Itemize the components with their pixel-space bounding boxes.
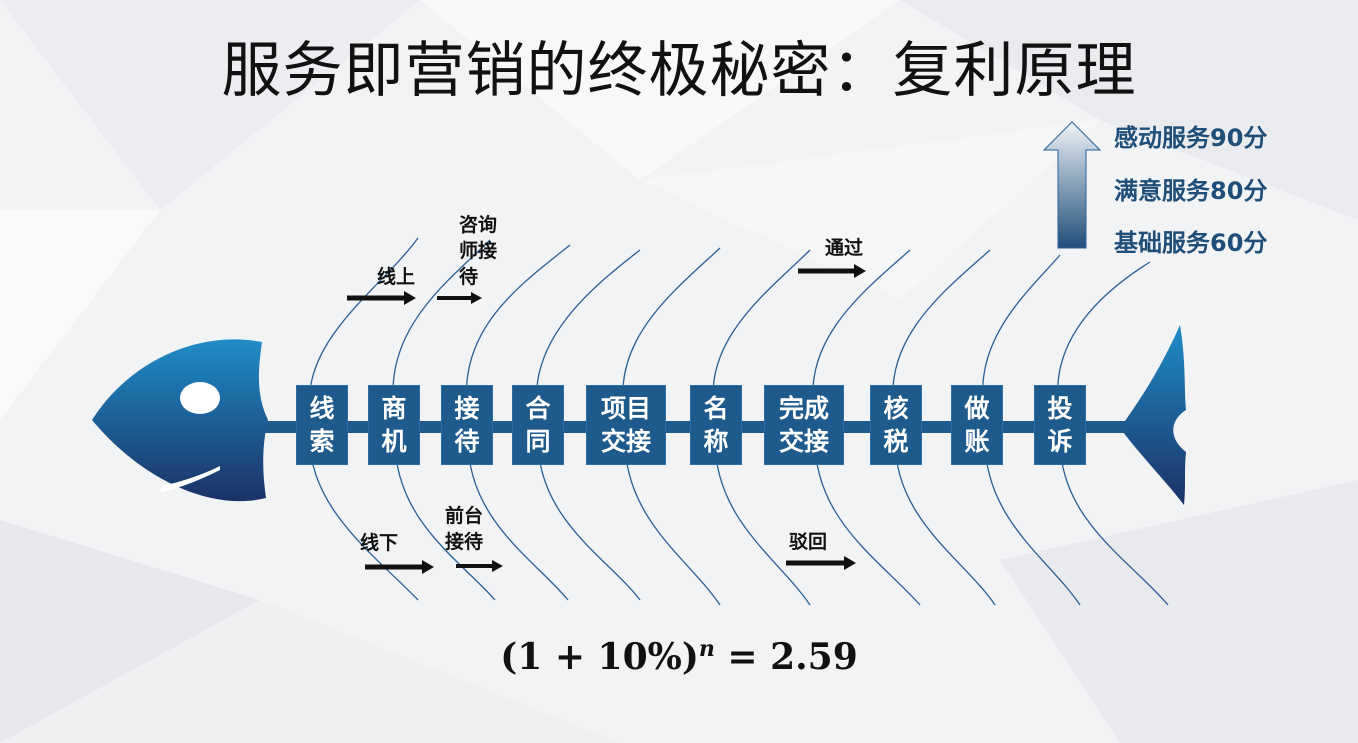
service-level-90: 感动服务90分	[1114, 124, 1268, 152]
fish-head	[92, 339, 268, 502]
annotation-pass: 通过	[825, 237, 864, 259]
stage-label-8b: 税	[883, 427, 909, 456]
stage-box-2: 商 机	[368, 385, 420, 465]
lower-ribs	[309, 439, 1169, 606]
stage-label-9b: 账	[964, 427, 990, 456]
page-title: 服务即营销的终极秘密：复利原理	[221, 36, 1137, 106]
stage-label-10b: 诉	[1047, 427, 1073, 456]
formula-base: (1 + 10%)	[500, 636, 699, 678]
stage-label-6b: 称	[703, 427, 729, 456]
arrow-online	[347, 291, 416, 305]
stage-label-10a: 投	[1047, 394, 1073, 423]
stage-label-2b: 机	[381, 427, 407, 456]
annotation-consultant-line2: 师接	[459, 240, 498, 262]
stage-label-4a: 合	[525, 394, 551, 423]
stage-box-1: 线 索	[296, 385, 348, 465]
stage-box-7: 完成 交接	[764, 385, 844, 465]
stage-label-5a: 项目	[600, 394, 651, 423]
annotation-offline: 线下	[360, 532, 399, 554]
service-level-80: 满意服务80分	[1114, 177, 1268, 205]
stage-box-6: 名 称	[690, 385, 742, 465]
stage-box-5: 项目 交接	[586, 385, 666, 465]
formula-exponent: n	[698, 636, 715, 662]
stage-label-8a: 核	[883, 394, 909, 423]
annotation-frontdesk-line1: 前台	[445, 505, 484, 527]
stage-box-10: 投 诉	[1034, 385, 1086, 465]
arrow-pass	[798, 264, 866, 278]
arrow-reject	[786, 556, 856, 570]
stage-label-1b: 索	[309, 427, 335, 456]
stage-label-9a: 做	[964, 394, 990, 423]
annotation-arrows	[347, 264, 866, 574]
fish-tail	[1120, 325, 1186, 505]
compound-formula: (1 + 10%)n = 2.59	[0, 636, 1358, 678]
service-level-60: 基础服务60分	[1114, 229, 1268, 257]
annotation-frontdesk-line2: 接待	[445, 531, 484, 553]
arrow-offline	[365, 560, 434, 574]
formula-result: = 2.59	[714, 636, 858, 678]
annotation-consultant-line1: 咨询	[459, 214, 498, 236]
stage-label-4b: 同	[525, 427, 551, 456]
stage-label-2a: 商	[381, 394, 407, 423]
stage-box-9: 做 账	[951, 385, 1003, 465]
stage-label-7b: 交接	[778, 427, 829, 456]
annotation-frontdesk: 前台 接待	[445, 503, 483, 555]
annotation-consultant-line3: 待	[459, 266, 479, 288]
arrow-frontdesk	[456, 560, 503, 572]
stage-box-4: 合 同	[512, 385, 564, 465]
stage-label-5b: 交接	[600, 427, 651, 456]
stage-label-1a: 线	[309, 394, 335, 423]
stage-label-3a: 接	[454, 394, 480, 423]
fish-eye	[180, 382, 220, 414]
upward-arrow	[1042, 121, 1102, 249]
stage-label-3b: 待	[454, 427, 480, 456]
arrow-consultant	[437, 292, 482, 304]
annotation-online: 线上	[377, 266, 416, 288]
annotation-reject: 驳回	[789, 531, 828, 553]
stage-label-7a: 完成	[778, 394, 829, 423]
stage-box-3: 接 待	[441, 385, 493, 465]
annotation-consultant: 咨询 师接 待	[459, 212, 497, 290]
fish-gill	[160, 466, 220, 492]
stage-label-6a: 名	[703, 394, 729, 423]
stage-box-8: 核 税	[870, 385, 922, 465]
